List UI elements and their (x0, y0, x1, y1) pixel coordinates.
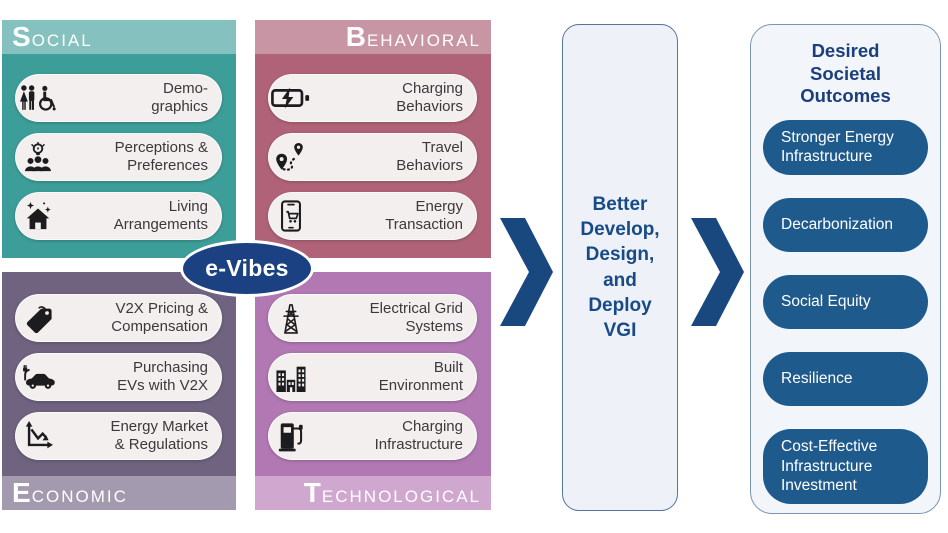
quadrant-social-body: Demo- graphics (2, 74, 236, 240)
factor-pill-travel-behaviors: Travel Behaviors (268, 133, 477, 181)
factor-pill-perceptions: Perceptions & Preferences (15, 133, 222, 181)
factor-pill-electrical-grid: Electrical Grid Systems (268, 294, 477, 342)
factor-pill-living: Living Arrangements (15, 192, 222, 240)
pricing-tag-icon (16, 303, 60, 333)
factor-pill-built-environment: Built Environment (268, 353, 477, 401)
quadrant-technological: TECHNOLOGICAL Electrical Grid Syst (255, 272, 491, 510)
quadrant-technological-body: Electrical Grid Systems (255, 294, 491, 460)
living-arrangements-icon (16, 201, 60, 231)
outcome-label: Cost-Effective Infrastructure Investment (781, 438, 878, 495)
factor-label: Energy Market & Regulations (110, 418, 208, 453)
factor-pill-demographics: Demo- graphics (15, 74, 222, 122)
quadrant-economic: ECONOMIC V2X Pricing & Compensation (2, 272, 236, 510)
factor-label: Electrical Grid Systems (369, 300, 463, 335)
quadrant-technological-header: TECHNOLOGICAL (255, 476, 491, 510)
chevron-right-icon (691, 218, 744, 326)
process-text: Better Develop, Design, and Deploy VGI (580, 194, 660, 341)
factor-pill-energy-market: Energy Market & Regulations (15, 412, 222, 460)
perceptions-preferences-icon (16, 142, 60, 172)
outcome-label: Resilience (781, 370, 853, 388)
demographics-icon (16, 84, 60, 112)
factor-pill-charging-behaviors: Charging Behaviors (268, 74, 477, 122)
outcome-pill-resilience: Resilience (763, 352, 928, 407)
quadrant-behavioral: BEHAVIORAL Charging Behaviors (255, 20, 491, 258)
quadrant-economic-label: ECONOMIC (12, 477, 128, 508)
quadrant-behavioral-label: BEHAVIORAL (345, 21, 481, 52)
outcomes-list: Stronger Energy Infrastructure Decarboni… (763, 119, 928, 505)
factor-label: Travel Behaviors (396, 139, 463, 174)
factor-pill-energy-transaction: Energy Transaction (268, 192, 477, 240)
travel-behaviors-icon (269, 142, 313, 172)
outcomes-title: Desired Societal Outcomes (800, 40, 891, 107)
quadrant-social-label: SOCIAL (12, 21, 93, 52)
quadrant-behavioral-body: Charging Behaviors Travel Behaviors (255, 74, 491, 240)
factor-label: Perceptions & Preferences (114, 139, 208, 174)
charging-infrastructure-icon (269, 420, 313, 452)
quadrant-behavioral-header: BEHAVIORAL (255, 20, 491, 54)
chevron-right-icon (500, 218, 553, 326)
factor-label: Charging Infrastructure (374, 418, 463, 453)
factor-label: Demo- graphics (151, 80, 208, 115)
outcomes-panel: Desired Societal Outcomes Stronger Energ… (750, 24, 941, 514)
energy-market-icon (16, 421, 60, 451)
outcome-pill-stronger-energy: Stronger Energy Infrastructure (763, 119, 928, 176)
outcome-pill-cost-effective: Cost-Effective Infrastructure Investment (763, 429, 928, 505)
factor-label: V2X Pricing & Compensation (111, 300, 208, 335)
outcome-pill-social-equity: Social Equity (763, 275, 928, 330)
evibes-hub: e-Vibes (180, 240, 314, 297)
outcome-label: Decarbonization (781, 216, 894, 234)
outcome-pill-decarbonization: Decarbonization (763, 198, 928, 253)
outcome-label: Social Equity (781, 293, 871, 311)
factor-label: Energy Transaction (385, 198, 463, 233)
outcome-label: Stronger Energy Infrastructure (781, 128, 894, 166)
evibes-hub-label: e-Vibes (205, 255, 289, 281)
quadrant-social: SOCIAL (2, 20, 236, 258)
quadrant-technological-label: TECHNOLOGICAL (303, 477, 481, 508)
factor-label: Charging Behaviors (396, 80, 463, 115)
factor-label: Purchasing EVs with V2X (117, 359, 208, 394)
quadrant-social-header: SOCIAL (2, 20, 236, 54)
electrical-grid-icon (269, 302, 313, 334)
factor-pill-v2x-pricing: V2X Pricing & Compensation (15, 294, 222, 342)
factor-pill-purchasing-evs: Purchasing EVs with V2X (15, 353, 222, 401)
factor-label: Living Arrangements (113, 198, 208, 233)
process-panel: Better Develop, Design, and Deploy VGI (562, 24, 678, 511)
quadrant-economic-header: ECONOMIC (2, 476, 236, 510)
quadrant-economic-body: V2X Pricing & Compensation Purchas (2, 294, 236, 460)
factor-pill-charging-infrastructure: Charging Infrastructure (268, 412, 477, 460)
energy-transaction-icon (269, 200, 313, 232)
ev-purchase-icon (16, 364, 60, 391)
charging-behaviors-icon (269, 86, 313, 110)
built-environment-icon (269, 362, 313, 392)
factor-label: Built Environment (378, 359, 463, 394)
